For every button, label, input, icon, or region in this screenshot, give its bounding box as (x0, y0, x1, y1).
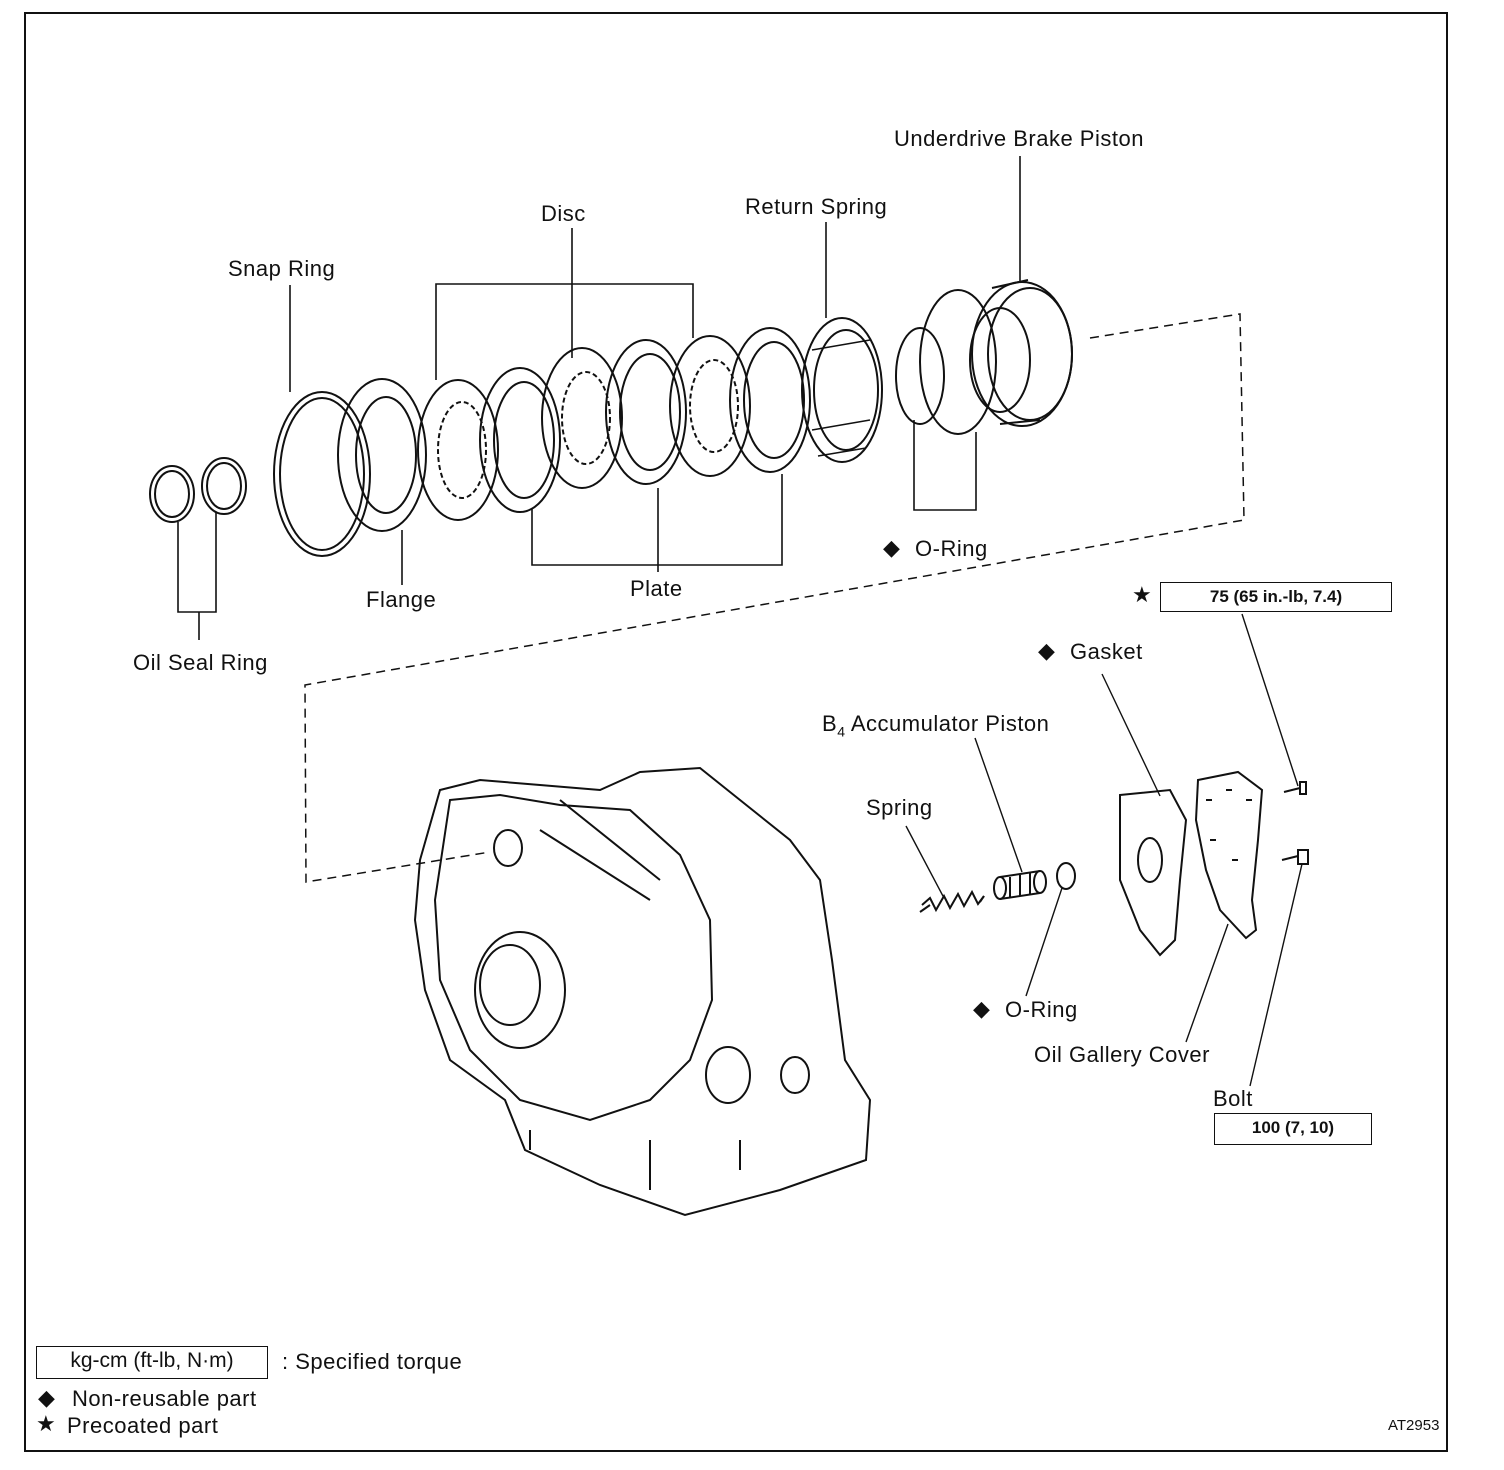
plate-leader (531, 474, 783, 572)
o-ring-top-leader (913, 420, 977, 511)
diagram-frame (24, 12, 1448, 1452)
spring-leader (905, 825, 945, 899)
flange-label: Flange (366, 587, 437, 612)
oil-seal-ring-label: Oil Seal Ring (133, 650, 268, 675)
gasket-diamond-icon: ◆ (1038, 638, 1055, 663)
oil-gallery-cover-shape (1194, 770, 1264, 940)
precoated-legend-label: Precoated part (67, 1413, 219, 1438)
bolt-label: Bolt (1213, 1086, 1253, 1111)
spring-label: Spring (866, 795, 933, 820)
flange-shape (337, 378, 427, 532)
non-reusable-legend-label: Non-reusable part (72, 1386, 257, 1411)
gasket-label: Gasket (1070, 639, 1143, 664)
plate-label: Plate (630, 576, 683, 601)
o-ring-diamond-icon: ◆ (973, 996, 990, 1021)
legend-diamond-icon: ◆ (38, 1385, 55, 1410)
bolt-torque-box: 100 (7, 10) (1214, 1113, 1372, 1145)
o-ring-bottom-leader (1025, 887, 1063, 997)
underdrive-brake-piston-label: Underdrive Brake Piston (894, 126, 1144, 151)
precoated-star-icon: ★ (1132, 582, 1152, 607)
o-ring-shape-top (895, 289, 997, 435)
underdrive-brake-piston-shape (969, 279, 1073, 427)
bolt-leader (1249, 863, 1303, 1087)
clutch-pack-shapes (417, 327, 811, 521)
oil-seal-ring-leader (177, 512, 217, 640)
o-ring-bottom-label: O-Ring (1005, 997, 1078, 1022)
non-reusable-diamond-icon: ◆ (883, 535, 900, 560)
o-ring-small-shape (1056, 862, 1076, 890)
precoated-bolt-leader (1241, 613, 1299, 787)
disc-leader (435, 228, 694, 380)
snap-ring-label: Snap Ring (228, 256, 336, 281)
spring-shape (919, 889, 985, 913)
return-spring-shape (801, 317, 883, 463)
b4-accumulator-piston-shape (993, 870, 1047, 900)
gasket-shape (1119, 788, 1188, 957)
oil-gallery-cover-leader (1185, 923, 1229, 1043)
torque-units-legend-box: kg-cm (ft-lb, N·m) (36, 1346, 268, 1379)
b4-accumulator-piston-leader (974, 737, 1023, 873)
disc-label: Disc (541, 201, 586, 226)
snap-ring-shape (273, 391, 371, 557)
assembly-guide-line (304, 313, 1245, 883)
figure-code: AT2953 (1388, 1417, 1440, 1434)
return-spring-label: Return Spring (745, 194, 888, 219)
o-ring-top-label: O-Ring (915, 536, 988, 561)
oil-seal-ring-shape (149, 457, 247, 523)
torque-legend-description: : Specified torque (282, 1349, 463, 1374)
b4-accumulator-piston-label: B4 Accumulator Piston (822, 711, 1050, 740)
oil-gallery-cover-label: Oil Gallery Cover (1034, 1042, 1210, 1067)
bolt-shapes (1281, 781, 1309, 865)
transmission-case-shape (413, 766, 872, 1217)
legend-star-icon: ★ (36, 1411, 56, 1436)
precoated-bolt-torque-box: 75 (65 in.-lb, 7.4) (1160, 582, 1392, 612)
gasket-leader (1101, 673, 1161, 797)
